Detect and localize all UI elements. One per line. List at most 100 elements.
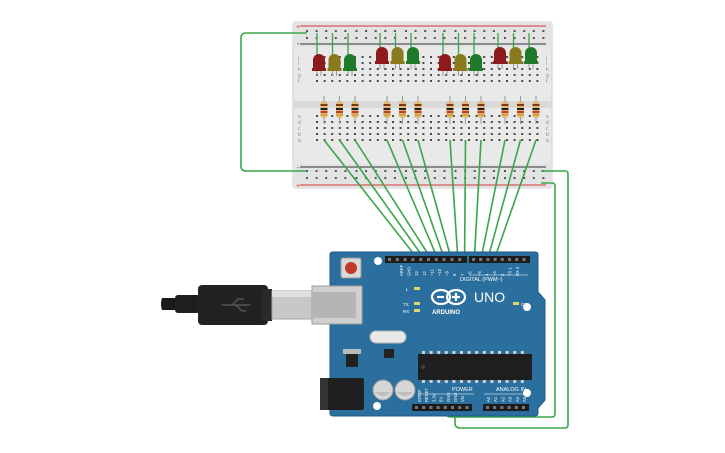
breadboard-hole [490,115,493,117]
led-rim [493,61,507,64]
header-pin [514,406,518,409]
breadboard-hole [430,139,432,141]
breadboard-hole [536,74,539,76]
chip-pin [437,380,441,383]
breadboard-hole [506,74,508,76]
breadboard-hole [323,80,326,82]
breadboard-hole [361,56,364,58]
breadboard-hole [369,68,372,70]
rail-hole [334,170,337,172]
pin-label: A2 [500,396,505,402]
header-pin [434,258,438,261]
breadboard-hole [498,121,501,123]
usb-cable-end [161,298,178,310]
resistor-band [383,104,391,106]
signal-wire [401,139,445,259]
voltage-regulator [346,353,358,367]
led-array [312,33,538,76]
pin-label: 2 [500,273,505,276]
digital-header-right [469,256,530,263]
header-pin [507,406,511,409]
resistor-band [462,111,469,113]
header-pin [479,258,483,261]
breadboard-hole [422,62,425,64]
rail-hole [542,37,545,39]
breadboard-hole [468,127,470,129]
pin-label: 12 [422,271,427,276]
led-body [313,54,325,69]
resistor-band [336,104,343,106]
header-pin [403,258,407,261]
resistor-band [351,111,359,113]
chip-pin [475,380,479,383]
rail-hole [365,37,368,39]
led-rx-label: RX [403,309,409,314]
led-yellow [508,33,523,69]
breadboard-hole [422,74,425,76]
rail-hole [384,30,387,32]
pin-label: 3.3V [431,393,436,402]
breadboard-hole [445,74,448,76]
breadboard-hole [460,115,463,117]
uno-logo-text: UNO [474,289,505,305]
breadboard-hole [521,139,524,141]
signal-wire [494,139,537,259]
header-pin [508,258,511,261]
breadboard-hole [475,127,478,129]
resistor-band [320,108,328,110]
rail-hole [414,37,417,39]
breadboard-hole [513,139,516,141]
breadboard-hole [445,80,448,82]
breadboard-hole [437,74,440,76]
breadboard-hole [331,80,334,82]
chip-pin [498,380,501,383]
breadboard-hole [483,68,486,70]
breadboard-hole [392,115,394,117]
chip-pin [444,380,448,383]
rail-hole [344,37,347,39]
breadboard-hole [483,127,486,129]
reset-button-cap[interactable] [345,262,357,274]
breadboard-hole [392,127,394,129]
rail-hole [325,30,328,32]
resistor-array [320,96,540,124]
rail-hole [443,170,446,172]
chip-pin [467,380,471,383]
breadboard-hole [483,133,486,135]
rail-hole [504,170,506,172]
breadboard-hole [506,68,508,70]
breadboard-hole [316,80,318,82]
header-pin [500,406,504,409]
resistor-band [399,111,406,113]
resistor-band [532,111,540,113]
breadboard-hole [384,127,387,129]
mounting-hole [374,257,382,265]
row-letter: b [298,132,301,138]
resistor-band [320,111,328,113]
chip-pin [460,351,463,354]
rail-hole [424,177,427,179]
pin-label: ~10 [437,268,442,276]
led-body [454,54,467,69]
signal-wire [386,139,439,259]
breadboard-hole [460,74,463,76]
resistor-band [462,114,469,116]
resistor [320,96,328,124]
led-yellow [390,33,405,69]
rail-hole [414,30,417,32]
power-header [412,404,472,411]
rail-hole [532,37,535,39]
breadboard-hole [490,56,493,58]
led-on-indicator [513,302,519,305]
rail-hole [325,170,328,172]
breadboard-hole [346,139,349,141]
header-pin [415,406,418,409]
breadboard-hole [475,74,478,76]
rail-hole [483,30,486,32]
breadboard-hole [536,133,539,135]
chip-pin [505,380,509,383]
rail-hole [513,177,516,179]
row-letter: e [298,114,301,120]
breadboard-hole [521,127,524,129]
breadboard-hole [521,121,524,123]
